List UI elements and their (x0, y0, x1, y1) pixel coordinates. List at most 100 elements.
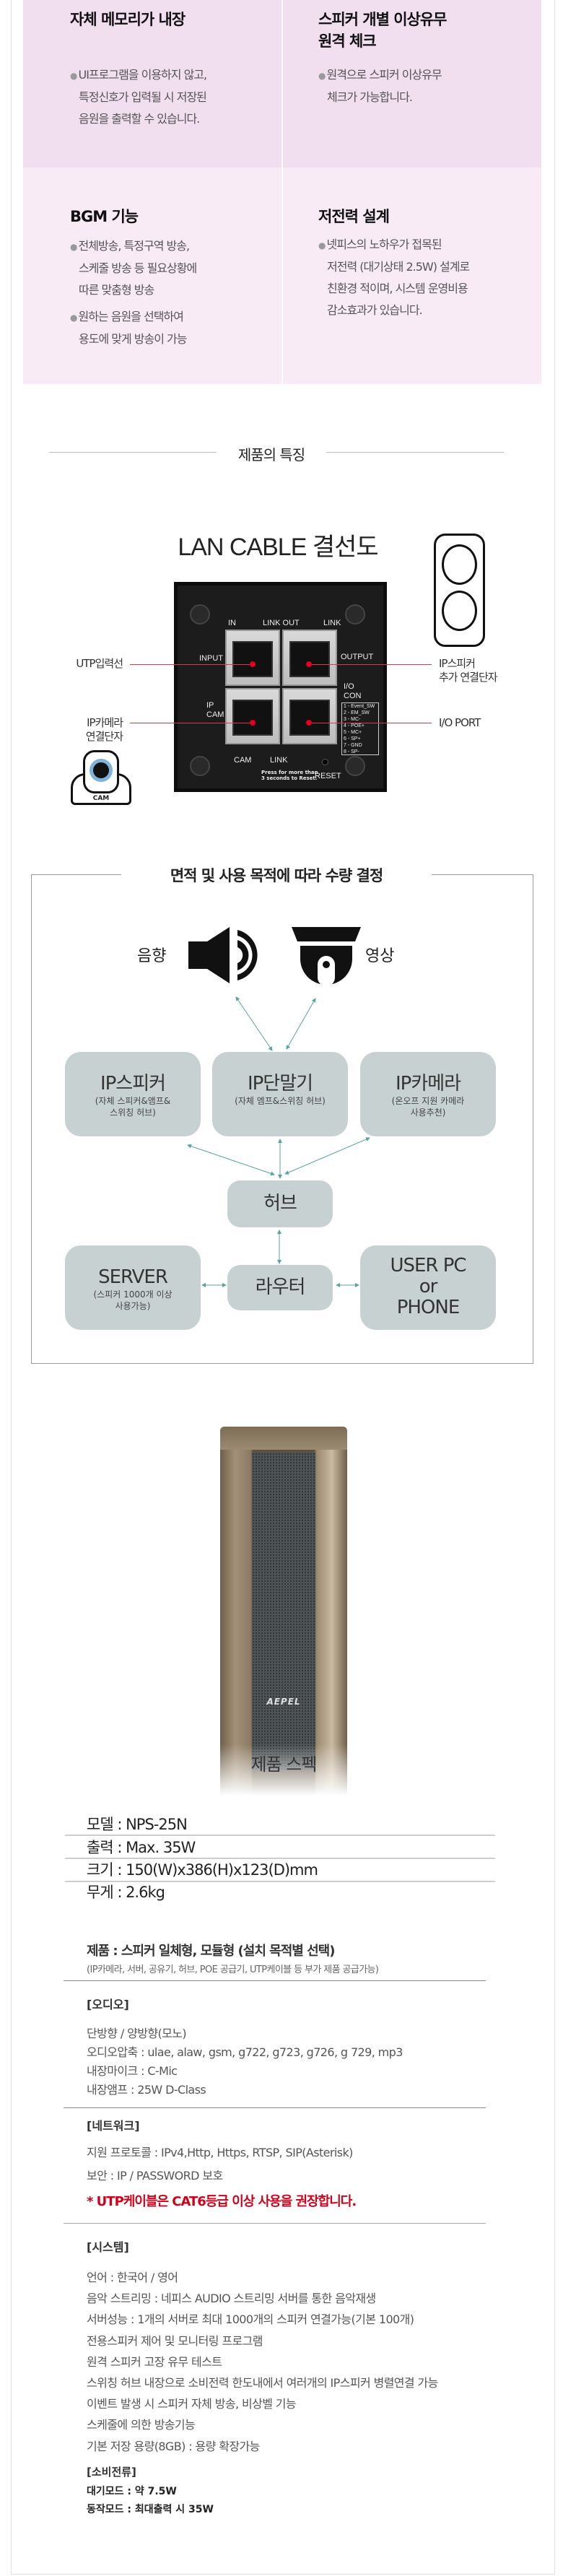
divider (64, 2223, 486, 2224)
screw-icon (345, 604, 365, 625)
feature-card-memory: 자체 메모리가 내장 ●UI프로그램을 이용하지 않고, 특정신호가 입력될 시… (23, 0, 282, 167)
screw-icon (190, 756, 210, 776)
output-port (282, 630, 337, 686)
feature-title: BGM 기능 (70, 208, 139, 225)
feature-text: ●전체방송, 특정구역 방송, 스케줄 방송 등 필요상황에 따른 맞춤형 방송… (70, 239, 197, 346)
panel-label: IN (228, 619, 236, 627)
box-subtitle: 스위칭 허브) (110, 1108, 156, 1118)
ip-terminal-box: IP단말기 (자체 엠프&스위칭 허브) (212, 1052, 348, 1136)
input-port (225, 630, 280, 686)
lan-title: LAN CABLE 결선도 (178, 534, 378, 561)
audio-list: 단방향 / 양방향(모노)오디오압축 : ulae, alaw, gsm, g7… (87, 2027, 403, 2097)
power-heading: [소비전류] (87, 2466, 136, 2479)
box-subtitle: 사용추천) (410, 1108, 446, 1118)
spec-output: 출력 : Max. 35W (87, 1839, 196, 1856)
audio-heading: [오디오] (87, 1998, 129, 2011)
product-caption: 제품 스펙 (250, 1754, 318, 1775)
page-frame (11, 0, 555, 2575)
divider (65, 1881, 495, 1882)
divider (64, 1980, 486, 1981)
panel-label: RESET (315, 772, 341, 780)
ip-camera-box: IP카메라 (온오프 지원 카메라 사용추천) (360, 1052, 496, 1136)
feature-text: ●UI프로그램을 이용하지 않고, 특정신호가 입력될 시 저장된 음원을 출력… (70, 68, 207, 126)
feature-title: 자체 메모리가 내장 (70, 11, 186, 28)
panel-label: INPUT (199, 654, 223, 663)
box-title: IP단말기 (247, 1073, 313, 1095)
spec-size: 크기 : 150(W)x386(H)x123(D)mm (87, 1861, 318, 1879)
screw-icon (190, 604, 210, 625)
panel-label: CAM (234, 756, 252, 765)
divider (326, 452, 504, 453)
ip-speaker-box: IP스피커 (자체 스피커&앰프& 스위칭 허브) (65, 1052, 201, 1136)
connector-line (309, 664, 432, 665)
speaker-grille (252, 1453, 315, 1770)
pin-label: 8 - SP- (344, 749, 359, 754)
server-box: SERVER (스피커 1000개 이상 사용가능) (65, 1245, 201, 1330)
camera-icon: CAM (71, 750, 131, 805)
io-port (282, 688, 337, 744)
connector-line (130, 664, 253, 665)
box-title: USER PC (390, 1255, 466, 1276)
port-marker (250, 720, 256, 726)
divider (64, 2107, 486, 2108)
box-title: IP카메라 (395, 1073, 461, 1095)
speaker-icon (188, 927, 258, 983)
feature-card-low-power: 저전력 설계 ●넷피스의 노하우가 접목된 저전력 (대기상태 2.5W) 설계… (283, 167, 541, 384)
product-extras: (IP카메라, 서버, 공유기, 허브, POE 공급기, UTP케이블 등 부… (87, 1964, 379, 1975)
port-marker (306, 720, 312, 726)
box-subtitle: 사용가능) (115, 1301, 151, 1311)
system-heading: [시스템] (87, 2240, 129, 2254)
io-port-label: I/O PORT (439, 716, 481, 729)
cctv-camera-icon (292, 927, 361, 986)
cam-label: CAM (92, 795, 110, 802)
feature-grid: 자체 메모리가 내장 ●UI프로그램을 이용하지 않고, 특정신호가 입력될 시… (23, 0, 541, 384)
section-title: 제품의 특징 (237, 446, 305, 464)
feature-title: 저전력 설계 (318, 208, 390, 225)
user-pc-box: USER PC or PHONE (360, 1245, 496, 1330)
hub-box: 허브 (227, 1180, 333, 1227)
pin-label: 7 - GND (344, 743, 362, 748)
port-marker (250, 661, 256, 667)
feature-text: ●원격으로 스피커 이상유무 체크가 가능합니다. (318, 68, 442, 104)
feature-card-bgm: BGM 기능 ●전체방송, 특정구역 방송, 스케줄 방송 등 필요상황에 따른… (23, 167, 282, 384)
box-subtitle: (자체 엠프&스위칭 허브) (235, 1096, 326, 1106)
panel-label: LINK OUT (263, 619, 300, 627)
pin-label: 5 - MC+ (344, 730, 362, 735)
diagram-title: 면적 및 사용 목적에 따라 수량 결정 (121, 864, 432, 886)
port-marker (306, 661, 312, 667)
screw-icon (345, 756, 365, 776)
utp-label: UTP입력선 (76, 657, 123, 670)
box-title: IP스피커 (100, 1073, 166, 1095)
divider (65, 1858, 495, 1859)
pin-label: 6 - SP+ (344, 736, 361, 741)
box-title: 허브 (263, 1193, 297, 1214)
pin-label: 1 - Event_SW (344, 704, 375, 709)
video-label: 영상 (365, 947, 395, 965)
divider (49, 452, 217, 453)
spec-model: 모델 : NPS-25N (87, 1816, 188, 1833)
divider (65, 1835, 495, 1836)
box-subtitle: (스피커 1000개 이상 (93, 1289, 173, 1300)
network-list: 지원 프로토콜 : IPv4,Http, Https, RTSP, SIP(As… (87, 2146, 353, 2183)
ip-cam-port (225, 688, 280, 744)
reset-hole (322, 759, 328, 765)
pin-label: 2 - EM_SW (344, 710, 370, 715)
pin-label: 4 - POE+ (344, 723, 365, 728)
box-title: SERVER (98, 1266, 168, 1288)
panel-label: OUTPUT (341, 653, 374, 661)
feature-text: ●넷피스의 노하우가 접목된 저전력 (대기상태 2.5W) 설계로 친환경 적… (318, 238, 470, 317)
cable-warning: * UTP케이블은 CAT6등급 이상 사용을 권장합니다. (87, 2194, 357, 2209)
product-image: AEPEL (220, 1427, 347, 1798)
box-subtitle: (온오프 지원 카메라 (391, 1096, 465, 1106)
box-title: or (419, 1276, 438, 1297)
